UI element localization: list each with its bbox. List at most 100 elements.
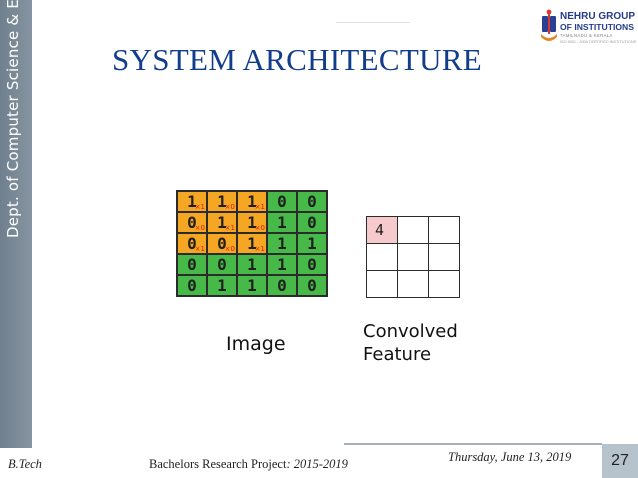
- image-cell: 0: [266, 274, 298, 297]
- image-cell: 0: [206, 253, 238, 276]
- image-cell-value: 0: [307, 192, 317, 211]
- image-cell-value: 0: [187, 234, 197, 253]
- image-cell: 1×1: [176, 190, 208, 213]
- image-cell: 1: [266, 232, 298, 255]
- image-matrix-row: 0 1 1 0 0: [176, 274, 328, 297]
- image-cell: 1: [206, 274, 238, 297]
- image-cell-value: 0: [187, 255, 197, 274]
- image-cell: 1: [296, 232, 328, 255]
- footer-date: Thursday, June 13, 2019: [448, 450, 572, 464]
- image-cell: 1: [236, 274, 268, 297]
- image-cell: 0×1: [176, 232, 208, 255]
- image-cell: 0: [296, 190, 328, 213]
- image-cell-value: 0: [187, 213, 197, 232]
- kernel-weight: ×0: [194, 224, 205, 232]
- image-cell-value: 1: [277, 234, 287, 253]
- image-cell-value: 1: [217, 276, 227, 295]
- image-cell-value: 1: [307, 234, 317, 253]
- footer-project-years: : 2015-2019: [286, 457, 348, 471]
- feature-cell: 4: [366, 216, 398, 244]
- image-cell-value: 0: [307, 255, 317, 274]
- image-cell: 1×0: [236, 211, 268, 234]
- image-cell: 0: [176, 253, 208, 276]
- image-cell: 0×0: [176, 211, 208, 234]
- slide-title: SYSTEM ARCHITECTURE: [112, 42, 482, 77]
- kernel-weight: ×0: [254, 224, 265, 232]
- image-cell: 1: [236, 253, 268, 276]
- image-cell-value: 1: [247, 276, 257, 295]
- institution-logo: NEHRU GROUP OF INSTITUTIONS TAMILNADU & …: [537, 2, 637, 52]
- image-cell: 1×1: [236, 232, 268, 255]
- image-cell-value: 0: [277, 192, 287, 211]
- kernel-weight: ×1: [194, 245, 205, 253]
- image-cell-value: 1: [217, 213, 227, 232]
- image-cell-value: 1: [277, 213, 287, 232]
- image-cell: 1×1: [236, 190, 268, 213]
- image-cell: 0: [296, 253, 328, 276]
- feature-cell: [397, 243, 429, 271]
- logo-line-3: TAMILNADU & KERALA: [560, 33, 613, 38]
- feature-caption-line-1: Convolved: [363, 321, 458, 342]
- image-matrix-row: 0 0 1 1 0: [176, 253, 328, 276]
- image-cell: 0: [266, 190, 298, 213]
- kernel-weight: ×0: [224, 203, 235, 211]
- sidebar-band: Dept. of Computer Science & Engg: [0, 0, 32, 448]
- convolved-feature-matrix: 4: [366, 216, 460, 298]
- top-divider: [336, 22, 410, 23]
- feature-cell: [397, 216, 429, 244]
- feature-cell: [366, 243, 398, 271]
- feature-cell: [428, 216, 460, 244]
- image-cell-value: 1: [247, 255, 257, 274]
- logo-line-4: ISO 9001 : 2008 CERTIFIED INSTITUTIONS: [560, 40, 637, 44]
- image-cell: 1: [266, 211, 298, 234]
- footer-project-label: Bachelors Research Project: [149, 457, 287, 471]
- image-cell: 0: [296, 211, 328, 234]
- image-cell-value: 0: [217, 234, 227, 253]
- kernel-weight: ×0: [224, 245, 235, 253]
- feature-cell: [428, 270, 460, 298]
- feature-matrix-row: [366, 243, 460, 271]
- image-cell-value: 0: [277, 276, 287, 295]
- image-cell: 1×1: [206, 211, 238, 234]
- image-cell-value: 0: [307, 213, 317, 232]
- feature-cell: [366, 270, 398, 298]
- image-cell-value: 0: [307, 276, 317, 295]
- image-cell: 1: [266, 253, 298, 276]
- kernel-weight: ×1: [254, 245, 265, 253]
- image-cell: 0×0: [206, 232, 238, 255]
- footer-project: Bachelors Research Project: 2015-2019: [149, 457, 348, 472]
- image-cell: 0: [296, 274, 328, 297]
- image-cell-value: 1: [277, 255, 287, 274]
- feature-cell: [428, 243, 460, 271]
- image-cell-value: 1: [217, 192, 227, 211]
- feature-matrix-row: 4: [366, 216, 460, 244]
- image-cell-value: 1: [247, 234, 257, 253]
- logo-emblem-icon: [539, 8, 559, 48]
- feature-cell: [397, 270, 429, 298]
- logo-line-2: OF INSTITUTIONS: [560, 22, 634, 32]
- image-cell: 1×0: [206, 190, 238, 213]
- department-label: Dept. of Computer Science & Engg: [4, 0, 22, 238]
- image-cell: 0: [176, 274, 208, 297]
- kernel-weight: ×1: [194, 203, 205, 211]
- feature-caption-line-2: Feature: [363, 344, 432, 365]
- image-cell-value: 0: [187, 276, 197, 295]
- footer: B.Tech Bachelors Research Project: 2015-…: [0, 444, 638, 478]
- footer-degree: B.Tech: [8, 457, 42, 471]
- image-cell-value: 1: [247, 192, 257, 211]
- logo-line-1: NEHRU GROUP: [560, 11, 636, 22]
- feature-matrix-row: [366, 270, 460, 298]
- page-number: 27: [602, 444, 638, 478]
- footer-divider: [344, 443, 602, 445]
- kernel-weight: ×1: [254, 203, 265, 211]
- image-cell-value: 1: [247, 213, 257, 232]
- image-cell-value: 0: [217, 255, 227, 274]
- feature-caption: Convolved Feature: [363, 320, 458, 366]
- kernel-weight: ×1: [224, 224, 235, 232]
- image-caption: Image: [226, 333, 286, 355]
